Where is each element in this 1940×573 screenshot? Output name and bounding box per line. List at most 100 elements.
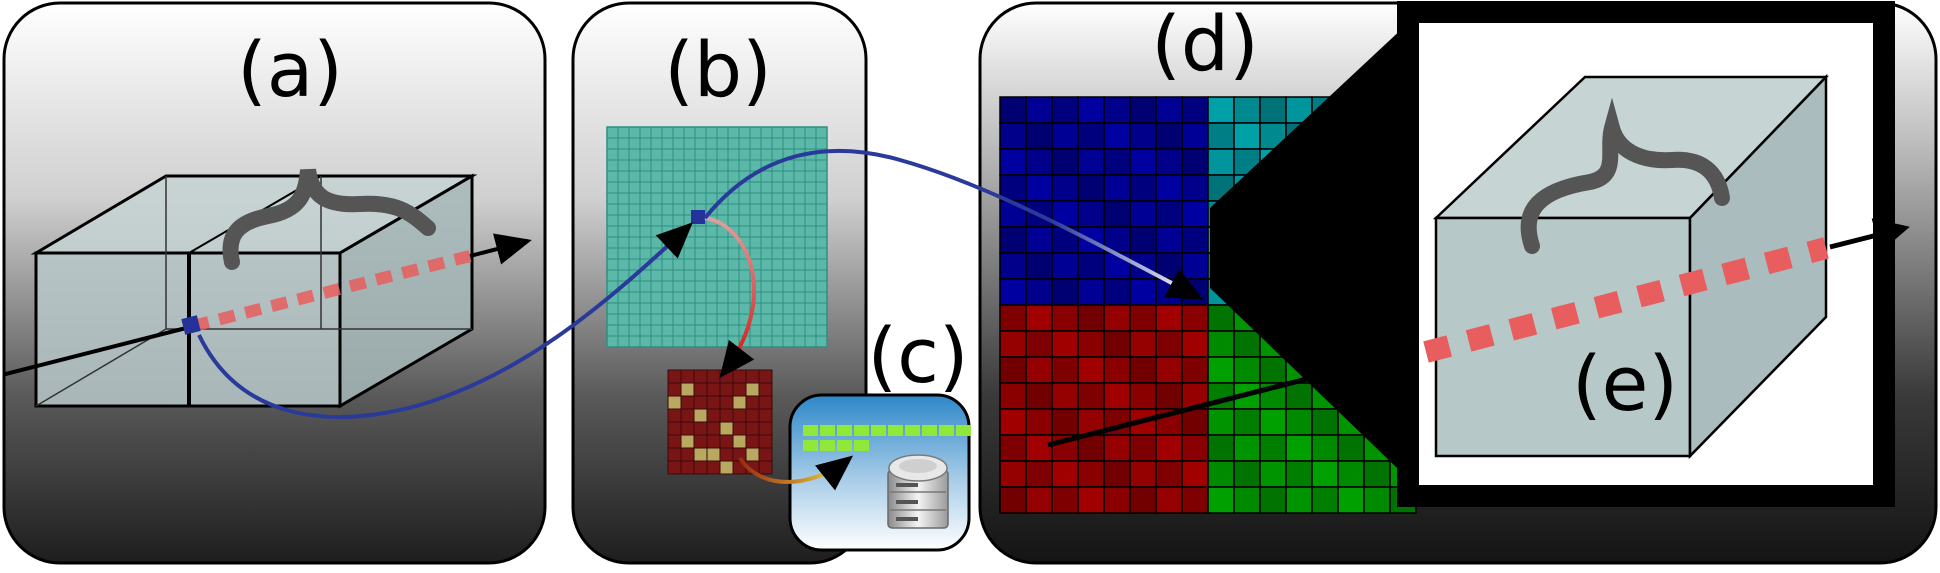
volume-cell: [1155, 330, 1183, 358]
volume-cell: [999, 174, 1027, 202]
brick-cell: [758, 447, 773, 462]
panel-e-label: (e): [1572, 339, 1678, 428]
brick-cell: [719, 382, 734, 397]
volume-cell: [1155, 226, 1183, 254]
brick-cell: [693, 434, 708, 449]
volume-cell: [1259, 96, 1287, 124]
queue-cell: [854, 440, 869, 451]
volume-cell: [1129, 278, 1157, 306]
volume-cell: [1051, 174, 1079, 202]
volume-cell: [999, 122, 1027, 150]
brick-cell: [706, 434, 721, 449]
storage-server-icon: [887, 454, 949, 529]
volume-cell: [1051, 148, 1079, 176]
panel-e: (e): [1397, 1, 1910, 507]
brick-cell: [693, 447, 708, 462]
volume-cell: [1207, 122, 1235, 150]
volume-cell: [999, 408, 1027, 436]
volume-cell: [1155, 356, 1183, 384]
brick-cell: [693, 421, 708, 436]
brick-cell: [680, 434, 695, 449]
brick-cell: [758, 460, 773, 475]
volume-cell: [1129, 148, 1157, 176]
volume-cell: [1103, 200, 1131, 228]
volume-cell: [1233, 356, 1261, 384]
brick-cell: [680, 395, 695, 410]
volume-cell: [1051, 382, 1079, 410]
volume-cell: [1311, 408, 1339, 436]
brick-cell: [732, 395, 747, 410]
volume-cell: [1025, 96, 1053, 124]
brick-cell: [758, 382, 773, 397]
brick-cell: [719, 434, 734, 449]
volume-cell: [1103, 356, 1131, 384]
brick-cell: [680, 408, 695, 423]
brick-cell: [680, 460, 695, 475]
ray-d: [1047, 342, 1441, 448]
sample-point-a: [181, 315, 201, 335]
volume-cell: [1051, 330, 1079, 358]
volume-cell: [999, 434, 1027, 462]
volume-cell: [1181, 408, 1209, 436]
volume-cell: [1077, 356, 1105, 384]
volume-cell: [1155, 460, 1183, 488]
volume-cell: [1077, 330, 1105, 358]
brick-cell: [667, 395, 682, 410]
volume-cell: [1077, 382, 1105, 410]
volume-cell: [1233, 96, 1261, 124]
volume-cell: [1337, 460, 1365, 488]
volume-cell: [1181, 486, 1209, 514]
brick-cell: [667, 421, 682, 436]
brick-cell: [745, 382, 760, 397]
panel-a: (a): [2, 1, 547, 565]
volume-cell: [1129, 304, 1157, 332]
volume-cell: [1025, 382, 1053, 410]
volume-cell: [1129, 174, 1157, 202]
volume-cell: [1129, 434, 1157, 462]
queue-cell: [803, 440, 818, 451]
volume-cell: [1077, 174, 1105, 202]
volume-cell: [1155, 174, 1183, 202]
volume-cell: [1103, 382, 1131, 410]
volume-cell: [1311, 486, 1339, 514]
volume-cell: [1025, 226, 1053, 254]
volume-cell: [1051, 408, 1079, 436]
volume-cell: [999, 148, 1027, 176]
queue-cell: [956, 425, 971, 436]
queue-cell: [820, 440, 835, 451]
volume-cell: [1233, 486, 1261, 514]
brick-cell: [706, 421, 721, 436]
volume-cell: [1207, 330, 1235, 358]
volume-cell: [1207, 304, 1235, 332]
panel-a-label: (a): [237, 25, 343, 114]
volume-cell: [1155, 434, 1183, 462]
brick-cell: [719, 395, 734, 410]
volume-cell: [1103, 174, 1131, 202]
volume-cell: [1129, 226, 1157, 254]
volume-cell: [1233, 330, 1261, 358]
link-brick-to-queue: [738, 455, 854, 491]
volume-cell: [999, 382, 1027, 410]
volume-cell: [1129, 200, 1157, 228]
volume-cell: [1155, 96, 1183, 124]
volume-cell: [1285, 408, 1313, 436]
volume-cell: [1025, 252, 1053, 280]
volume-cell: [1129, 486, 1157, 514]
brick-cell: [758, 408, 773, 423]
brick-cell: [706, 395, 721, 410]
volume-cell: [999, 356, 1027, 384]
link-b-to-d: [703, 148, 1204, 300]
brick-cell: [745, 395, 760, 410]
volume-cell: [1207, 148, 1235, 176]
volume-cell: [1129, 356, 1157, 384]
volume-cell: [1311, 460, 1339, 488]
volume-cell: [1181, 460, 1209, 488]
volume-cell: [1207, 356, 1235, 384]
work-queue: [803, 425, 971, 451]
brick-cell: [706, 447, 721, 462]
volume-cell: [1103, 304, 1131, 332]
brick-cell: [732, 434, 747, 449]
volume-cell: [1103, 96, 1131, 124]
queue-cell: [837, 425, 852, 436]
brick-cell: [680, 421, 695, 436]
